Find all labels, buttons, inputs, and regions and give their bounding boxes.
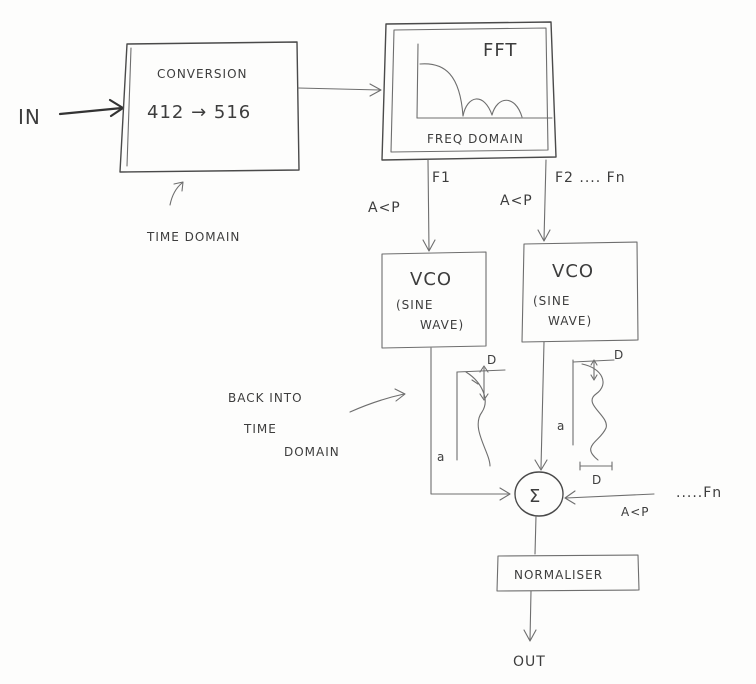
time-domain-label: TIME DOMAIN	[146, 230, 240, 244]
normaliser-title: NORMALISER	[514, 568, 603, 582]
branch-2-freq: F2 .... Fn	[555, 170, 626, 186]
branch-2-arrow	[537, 159, 551, 242]
branch-1-freq: F1	[432, 170, 451, 186]
extra-input-params: A<P	[621, 505, 650, 519]
vco-1-block	[381, 251, 487, 349]
back-note-line1: BACK INTO	[228, 391, 303, 405]
extra-input-freq: .....Fn	[676, 485, 722, 501]
vco-2-title: VCO	[552, 261, 594, 282]
waveform-2-period: D	[614, 348, 624, 362]
conversion-ratio: 412 → 516	[147, 102, 251, 123]
back-note-line2: TIME	[243, 422, 277, 436]
fft-block	[381, 21, 557, 161]
vco-1-title: VCO	[410, 269, 452, 290]
input-arrow	[58, 98, 125, 118]
fft-title: FFT	[483, 40, 517, 61]
summer-node	[514, 471, 564, 517]
branch-1-arrow	[422, 159, 436, 252]
back-note-pointer	[349, 388, 406, 413]
vco-1-line1: (SINE	[396, 298, 433, 312]
output-arrow	[523, 590, 537, 642]
vco-1-line2: WAVE)	[420, 318, 464, 332]
summer-symbol: Σ	[529, 486, 541, 507]
vco-2-block	[521, 241, 639, 343]
branch-1-params: A<P	[368, 200, 401, 216]
waveform-1-period: D	[487, 353, 497, 367]
input-label: IN	[18, 105, 41, 129]
conversion-title: CONVERSION	[157, 67, 248, 81]
vco-1-to-summer-line	[430, 347, 511, 501]
waveform-1-sketch	[456, 365, 506, 467]
conversion-to-fft-arrow	[297, 83, 382, 97]
back-note-line3: DOMAIN	[284, 445, 340, 459]
extra-input-arrow	[564, 490, 655, 505]
normaliser-block	[496, 554, 640, 592]
waveform-2-sketch	[572, 359, 615, 471]
branch-2-params: A<P	[500, 193, 533, 209]
vco-2-to-summer-line	[534, 341, 548, 471]
waveform-2-amp: a	[557, 419, 565, 433]
vco-2-line2: WAVE)	[548, 314, 592, 328]
vco-2-line1: (SINE	[533, 294, 570, 308]
waveform-2-width: D	[592, 473, 602, 487]
time-domain-pointer	[169, 181, 184, 206]
summer-to-normaliser-line	[534, 515, 537, 555]
conversion-block	[119, 41, 300, 173]
fft-spectrum-sketch	[416, 43, 523, 119]
waveform-1-amp: a	[437, 450, 445, 464]
output-label: OUT	[513, 654, 546, 670]
fft-caption: FREQ DOMAIN	[427, 132, 524, 146]
